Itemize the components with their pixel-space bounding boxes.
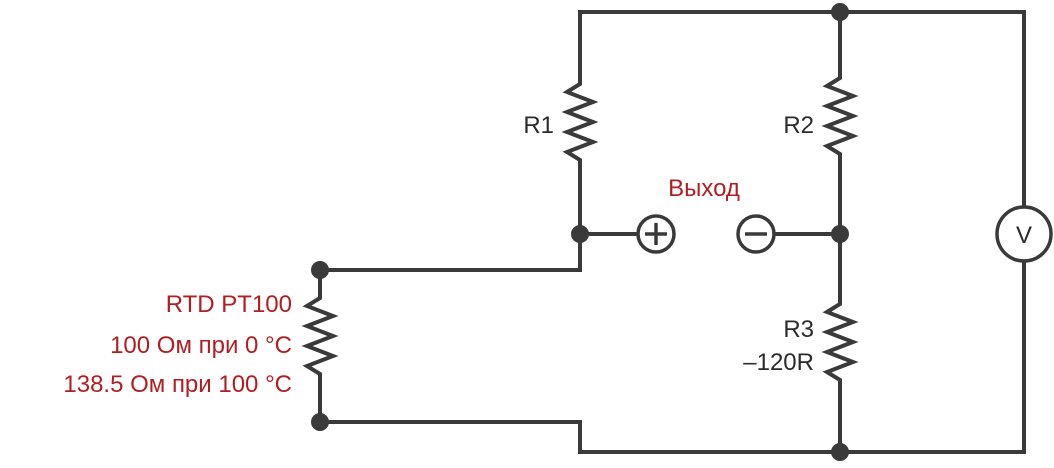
voltmeter-icon: V — [995, 205, 1053, 263]
voltmeter-label: V — [1016, 222, 1032, 249]
label-r1: R1 — [523, 112, 554, 139]
label-r3-value: –120R — [743, 349, 814, 376]
resistor-rtd-symbol — [301, 292, 339, 400]
node-top-middle — [831, 3, 849, 21]
label-rtd-name: RTD PT100 — [166, 291, 292, 318]
node-right-mid — [831, 225, 849, 243]
node-left-mid — [571, 225, 589, 243]
node-bottom-middle — [831, 443, 849, 461]
label-r2: R2 — [783, 112, 814, 139]
label-rtd-line2: 138.5 Ом при 100 °C — [63, 371, 292, 398]
resistor-r2-symbol — [821, 72, 859, 166]
resistor-r3-symbol — [821, 298, 859, 386]
junction-nodes — [311, 3, 849, 461]
node-rtd-top — [311, 261, 329, 279]
label-r3: R3 — [783, 316, 814, 343]
label-output: Выход — [668, 175, 740, 202]
minus-terminal-icon — [736, 214, 776, 254]
resistor-r1-symbol — [561, 78, 599, 170]
plus-terminal-icon — [636, 214, 676, 254]
label-rtd-line1: 100 Ом при 0 °C — [110, 332, 292, 359]
node-rtd-bottom — [311, 413, 329, 431]
